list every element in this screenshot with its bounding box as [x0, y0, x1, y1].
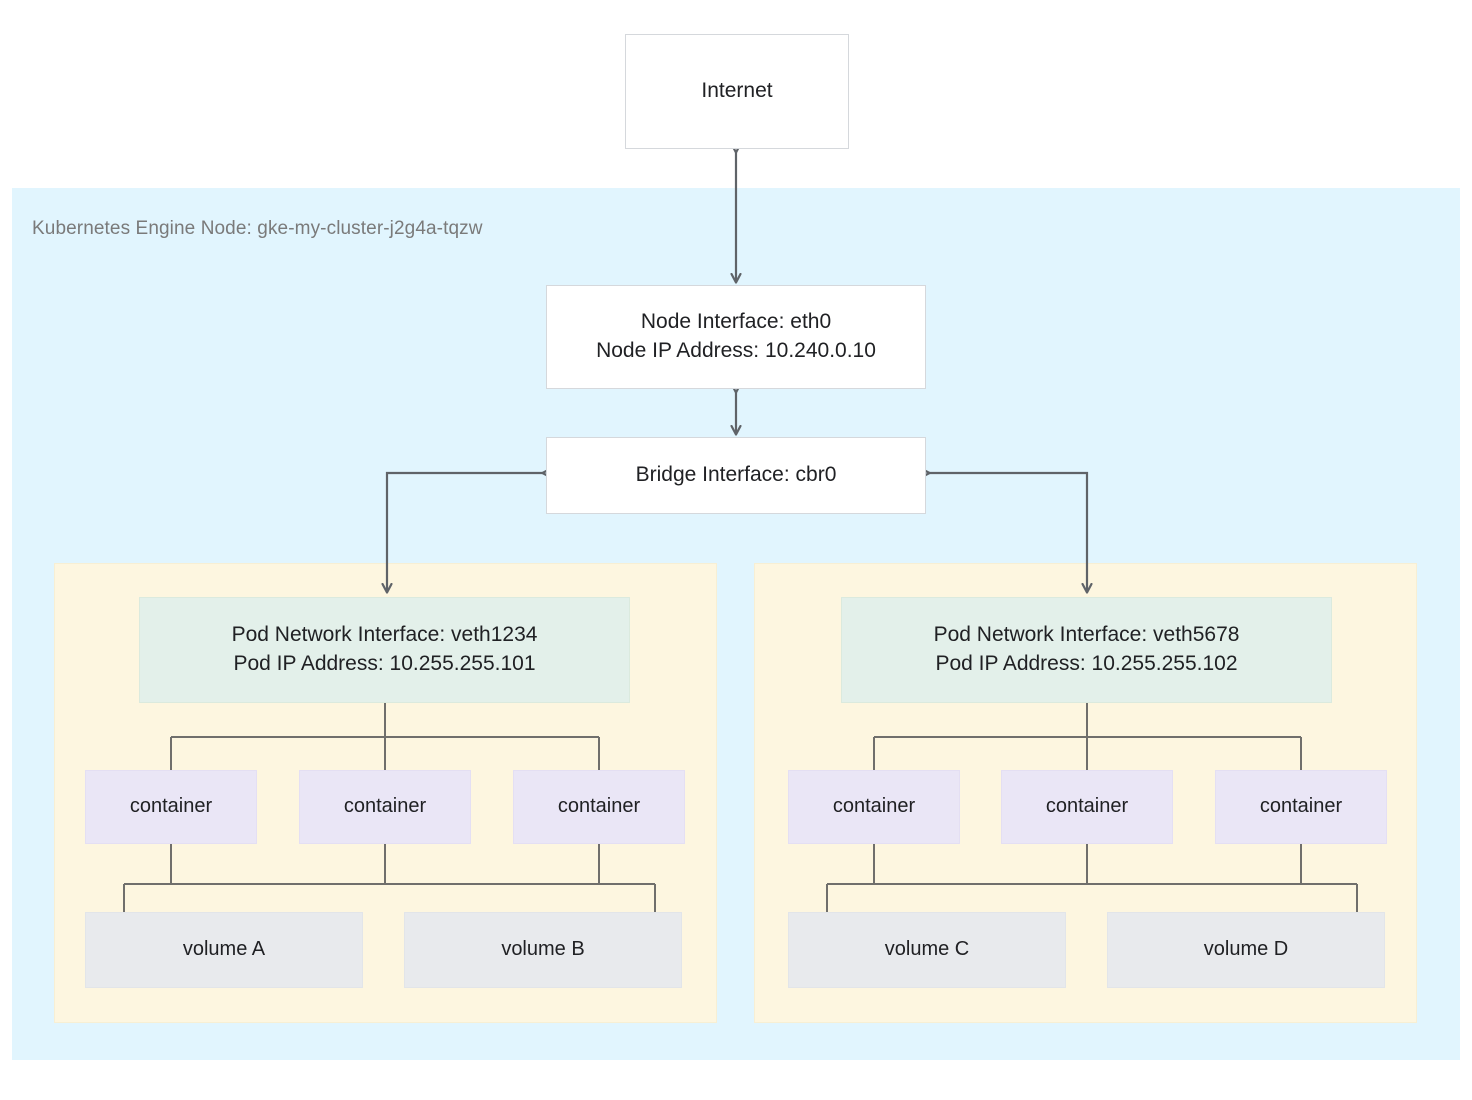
node-interface-box[interactable]: Node Interface: eth0 Node IP Address: 10…: [546, 285, 926, 389]
pod-interface-name-2: Pod Network Interface: veth5678: [933, 623, 1240, 647]
container-label: container: [1259, 795, 1343, 818]
container-box-2-2[interactable]: container: [1001, 770, 1173, 844]
volume-box-d[interactable]: volume D: [1107, 912, 1385, 988]
container-label: container: [832, 795, 916, 818]
container-label: container: [557, 795, 641, 818]
volume-box-b[interactable]: volume B: [404, 912, 682, 988]
volume-label: volume D: [1203, 938, 1289, 961]
container-label: container: [343, 795, 427, 818]
internet-box[interactable]: Internet: [625, 34, 849, 149]
pod-ip-address-2: Pod IP Address: 10.255.255.102: [935, 652, 1238, 675]
pod-network-interface-box-2[interactable]: Pod Network Interface: veth5678 Pod IP A…: [841, 597, 1332, 703]
node-region-label: Kubernetes Engine Node: gke-my-cluster-j…: [32, 218, 483, 239]
volume-label: volume B: [501, 938, 585, 961]
container-box-2-3[interactable]: container: [1215, 770, 1387, 844]
container-box-1-3[interactable]: container: [513, 770, 685, 844]
bridge-interface-label: Bridge Interface: cbr0: [635, 463, 837, 487]
volume-label: volume A: [182, 938, 266, 961]
container-box-1-2[interactable]: container: [299, 770, 471, 844]
container-box-1-1[interactable]: container: [85, 770, 257, 844]
bridge-interface-box[interactable]: Bridge Interface: cbr0: [546, 437, 926, 514]
node-interface-name: Node Interface: eth0: [640, 310, 832, 334]
pod-interface-name-1: Pod Network Interface: veth1234: [231, 623, 538, 647]
container-box-2-1[interactable]: container: [788, 770, 960, 844]
volume-box-a[interactable]: volume A: [85, 912, 363, 988]
internet-label: Internet: [701, 79, 773, 103]
container-label: container: [129, 795, 213, 818]
pod-ip-address-1: Pod IP Address: 10.255.255.101: [233, 652, 536, 675]
pod-network-interface-box-1[interactable]: Pod Network Interface: veth1234 Pod IP A…: [139, 597, 630, 703]
container-label: container: [1045, 795, 1129, 818]
volume-box-c[interactable]: volume C: [788, 912, 1066, 988]
node-ip-address: Node IP Address: 10.240.0.10: [596, 339, 876, 362]
volume-label: volume C: [884, 938, 970, 961]
